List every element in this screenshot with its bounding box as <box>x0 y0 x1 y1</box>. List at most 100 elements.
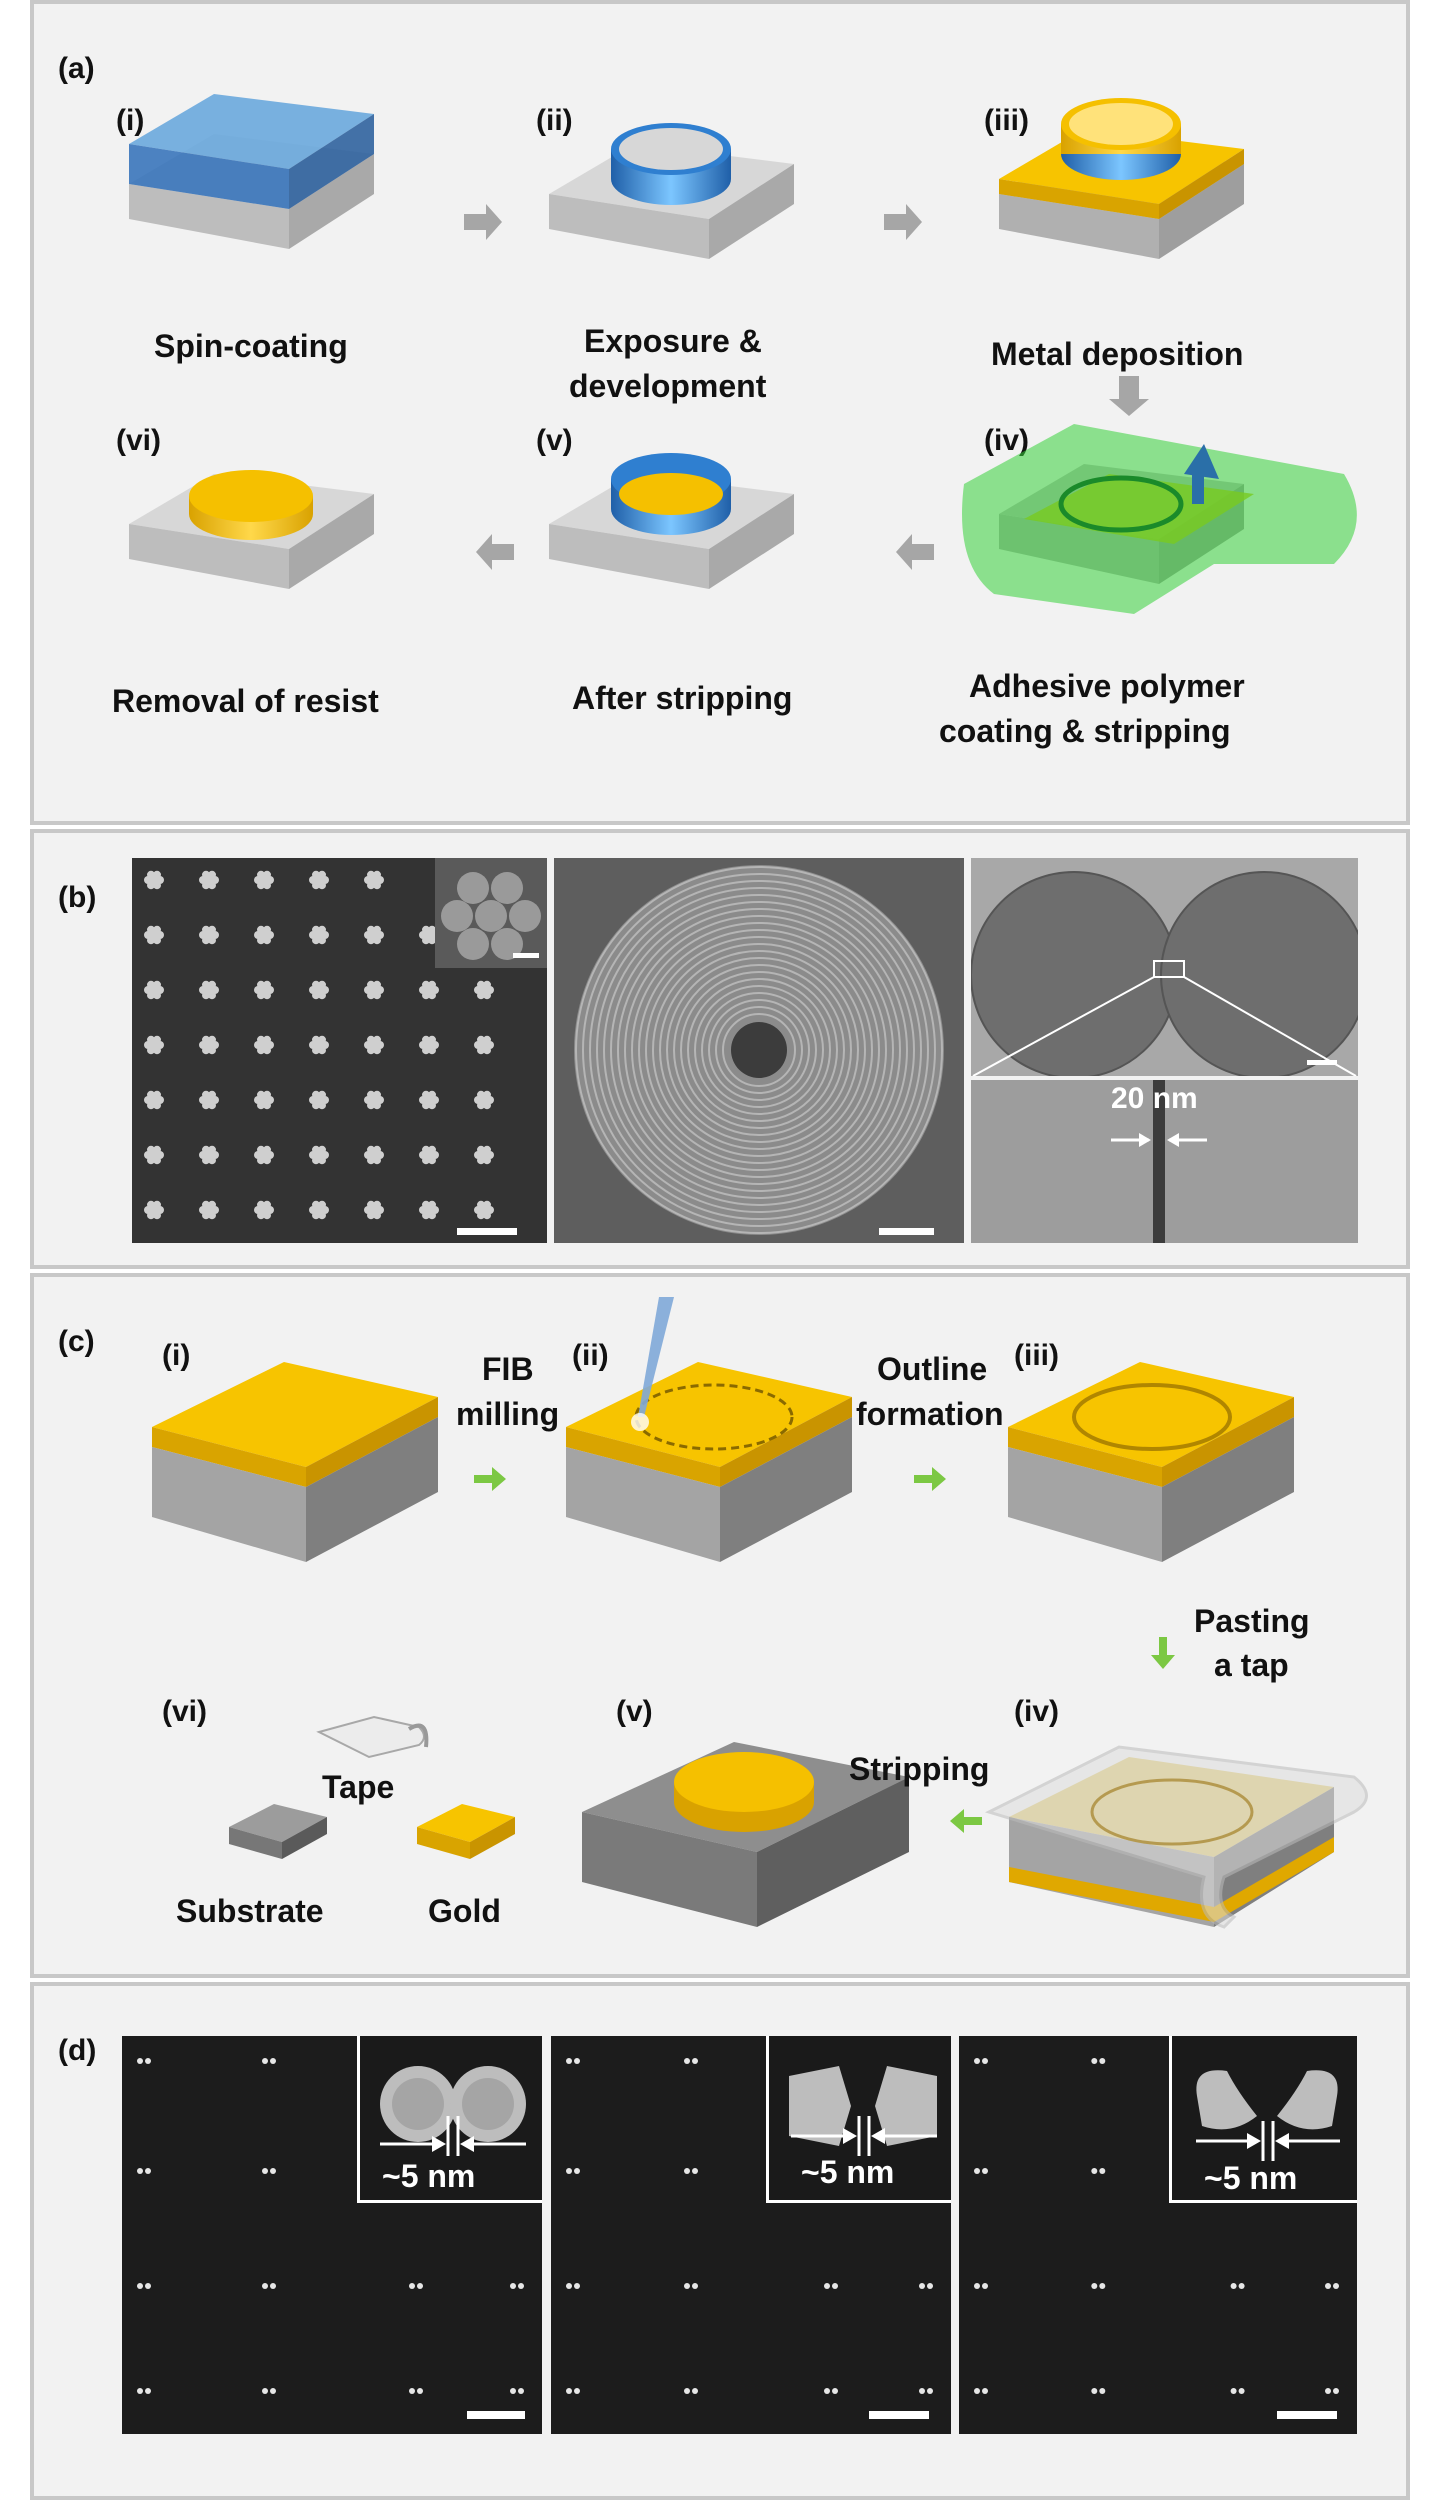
flower-cluster <box>199 1035 219 1055</box>
panel-b: (b) <box>30 829 1410 1269</box>
dimer-particle <box>974 2168 988 2174</box>
flower-cluster <box>309 1145 329 1165</box>
grating-ring <box>722 1013 796 1087</box>
step-a-i-label: (i) <box>116 104 145 137</box>
arrow-a-3 <box>896 534 934 570</box>
step-a-iii-label: (iii) <box>984 104 1029 137</box>
flower-cluster <box>474 1145 494 1165</box>
panel-c-diagram <box>152 1297 1368 1929</box>
panel-a-label: (a) <box>58 52 95 85</box>
flower-cluster <box>144 1200 164 1220</box>
grating-ring <box>680 971 838 1129</box>
legend-tape-label: Tape <box>322 1769 395 1805</box>
grating-ring <box>666 957 852 1143</box>
dimer-particle <box>510 2388 524 2394</box>
dimer-particle <box>137 2168 151 2174</box>
flower-cluster <box>199 980 219 1000</box>
step-c-v-label: (v) <box>616 1695 653 1728</box>
arrow-c-4 <box>950 1809 982 1833</box>
flower-cluster <box>199 1145 219 1165</box>
flower-cluster <box>419 1090 439 1110</box>
flower-cluster <box>474 980 494 1000</box>
flower-cluster <box>364 870 384 890</box>
grating-ring <box>617 908 901 1192</box>
dimer-particle <box>409 2283 423 2289</box>
grating-ring <box>575 866 943 1234</box>
grating-ring <box>638 929 880 1171</box>
arrow-a-4 <box>476 534 514 570</box>
panel-a: (a) (i) (ii) (iii) (iv) (v) (vi) <box>30 0 1410 825</box>
inset-dimer-3: ~5 nm <box>1169 2036 1357 2203</box>
panel-d-label: (d) <box>58 2034 97 2067</box>
sem-3-scale-bar <box>1307 1060 1337 1065</box>
sem-d1-scale-bar <box>467 2411 525 2419</box>
dimer-particle <box>684 2283 698 2289</box>
flower-cluster <box>254 870 274 890</box>
flower-cluster <box>144 1090 164 1110</box>
panel-b-label: (b) <box>58 881 97 914</box>
grating-ring <box>631 922 887 1178</box>
inset-gap-label-3: ~5 nm <box>1204 2160 1298 2196</box>
flower-cluster <box>364 925 384 945</box>
legend-substrate-label: Substrate <box>176 1893 324 1929</box>
step-c-iii-block <box>1008 1362 1294 1562</box>
flower-cluster <box>419 1145 439 1165</box>
inset-dimer-1: ~5 nm <box>357 2036 542 2203</box>
panel-a-diagram <box>129 94 1357 614</box>
sem-gap-zoom: 20 nm <box>971 1080 1358 1243</box>
flower-cluster <box>254 980 274 1000</box>
grating-ring <box>603 894 915 1206</box>
step-c-iv-block <box>984 1745 1368 1929</box>
grating-ring <box>645 936 873 1164</box>
step-c-ii-label: (ii) <box>572 1339 609 1372</box>
grating-ring <box>610 901 908 1199</box>
inset-gap-label-2: ~5 nm <box>801 2154 895 2190</box>
dimer-particle <box>919 2388 933 2394</box>
flower-cluster <box>474 1090 494 1110</box>
label-fib-2: milling <box>456 1396 560 1432</box>
step-a-iv-label: (iv) <box>984 424 1029 457</box>
flower-cluster <box>254 1090 274 1110</box>
grating-ring <box>701 992 817 1108</box>
caption-removal: Removal of resist <box>112 683 379 719</box>
flower-cluster <box>364 1145 384 1165</box>
dimer-particle <box>137 2388 151 2394</box>
step-c-i-label: (i) <box>162 1339 191 1372</box>
step-a-iv-block <box>962 424 1357 614</box>
flower-cluster <box>364 1200 384 1220</box>
sem-flower-array <box>132 858 547 1243</box>
dimer-particle <box>262 2283 276 2289</box>
flower-cluster <box>309 870 329 890</box>
flower-cluster <box>309 1035 329 1055</box>
dimer-particle <box>1325 2388 1339 2394</box>
flower-cluster <box>474 1035 494 1055</box>
dimer-particle <box>137 2058 151 2064</box>
grating-ring <box>624 915 894 1185</box>
arrow-c-2 <box>914 1467 946 1491</box>
dimer-particle <box>684 2388 698 2394</box>
panel-c: (c) (i) (ii) (iii) (iv) (v) (vi) <box>30 1273 1410 1978</box>
gap-label-20nm: 20 nm <box>1111 1082 1198 1115</box>
flower-cluster <box>364 1035 384 1055</box>
label-stripping: Stripping <box>849 1751 990 1787</box>
dimer-particle <box>1091 2388 1106 2394</box>
flower-cluster <box>254 1145 274 1165</box>
grating-ring <box>673 964 845 1136</box>
step-a-v-label: (v) <box>536 424 573 457</box>
arrow-c-3 <box>1151 1637 1175 1669</box>
caption-spin-coating: Spin-coating <box>154 328 348 364</box>
inset-gap-label-1: ~5 nm <box>382 2158 476 2194</box>
sem-dimer-array-3: ~5 nm <box>959 2036 1357 2434</box>
flower-cluster <box>199 870 219 890</box>
dimer-particle <box>262 2058 276 2064</box>
grating-ring <box>582 873 936 1227</box>
caption-exposure-1: Exposure & <box>584 323 762 359</box>
sem-d3-scale-bar <box>1277 2411 1337 2419</box>
step-a-vi-block <box>129 470 374 589</box>
grating-ring <box>659 950 859 1150</box>
dimer-particle <box>684 2058 698 2064</box>
flower-cluster <box>254 1035 274 1055</box>
sem-dimer-array-2: ~5 nm <box>551 2036 951 2434</box>
grating-ring <box>687 978 831 1122</box>
legend-gold-label: Gold <box>428 1893 501 1929</box>
